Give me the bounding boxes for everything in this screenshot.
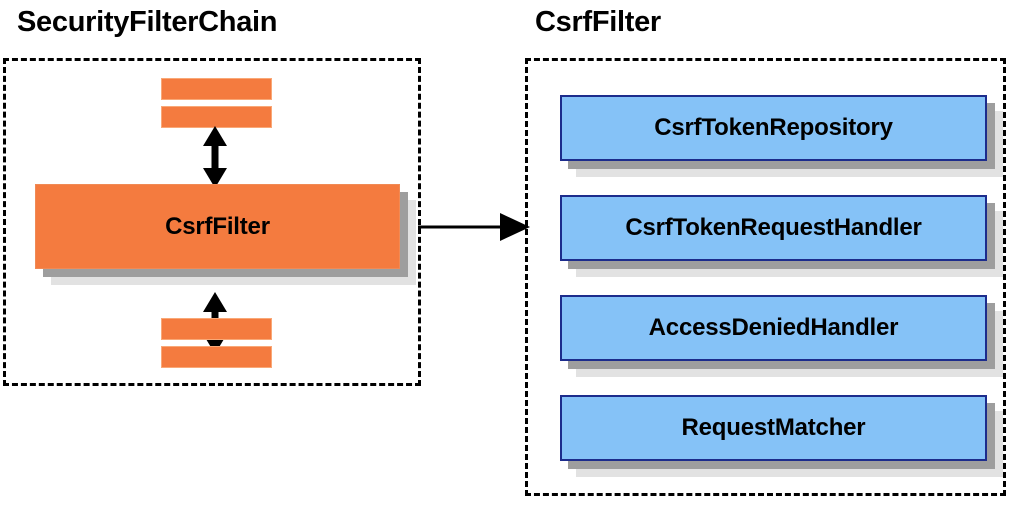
component-face: CsrfTokenRepository	[560, 95, 987, 161]
component-label: AccessDeniedHandler	[648, 314, 899, 341]
filter-bar-above-1	[161, 78, 272, 100]
double-arrow-upper	[203, 126, 227, 188]
component-face: AccessDeniedHandler	[560, 295, 987, 361]
component-box-request-matcher: RequestMatcher	[560, 395, 1003, 477]
component-box-access-denied-handler: AccessDeniedHandler	[560, 295, 1003, 377]
component-face: CsrfTokenRequestHandler	[560, 195, 987, 261]
component-box-csrf-token-repository: CsrfTokenRepository	[560, 95, 1003, 177]
csrf-filter-face: CsrfFilter	[35, 184, 400, 269]
component-box-csrf-token-request-handler: CsrfTokenRequestHandler	[560, 195, 1003, 277]
csrf-filter-box: CsrfFilter	[35, 184, 416, 285]
filter-bar-above-2	[161, 106, 272, 128]
filter-bar-below-1	[161, 318, 272, 340]
filter-bar-below-2	[161, 346, 272, 368]
component-label: CsrfTokenRequestHandler	[625, 214, 922, 241]
panel-csrf-filter	[525, 58, 1006, 496]
panel-title-csrf-filter: CsrfFilter	[535, 6, 661, 38]
component-label: RequestMatcher	[681, 414, 866, 441]
csrf-filter-label: CsrfFilter	[165, 212, 270, 240]
panel-security-filter-chain	[3, 58, 421, 386]
component-face: RequestMatcher	[560, 395, 987, 461]
connector-arrow-chain-to-csrf	[418, 213, 530, 241]
component-label: CsrfTokenRepository	[654, 114, 893, 141]
panel-title-security-filter-chain: SecurityFilterChain	[17, 6, 278, 38]
